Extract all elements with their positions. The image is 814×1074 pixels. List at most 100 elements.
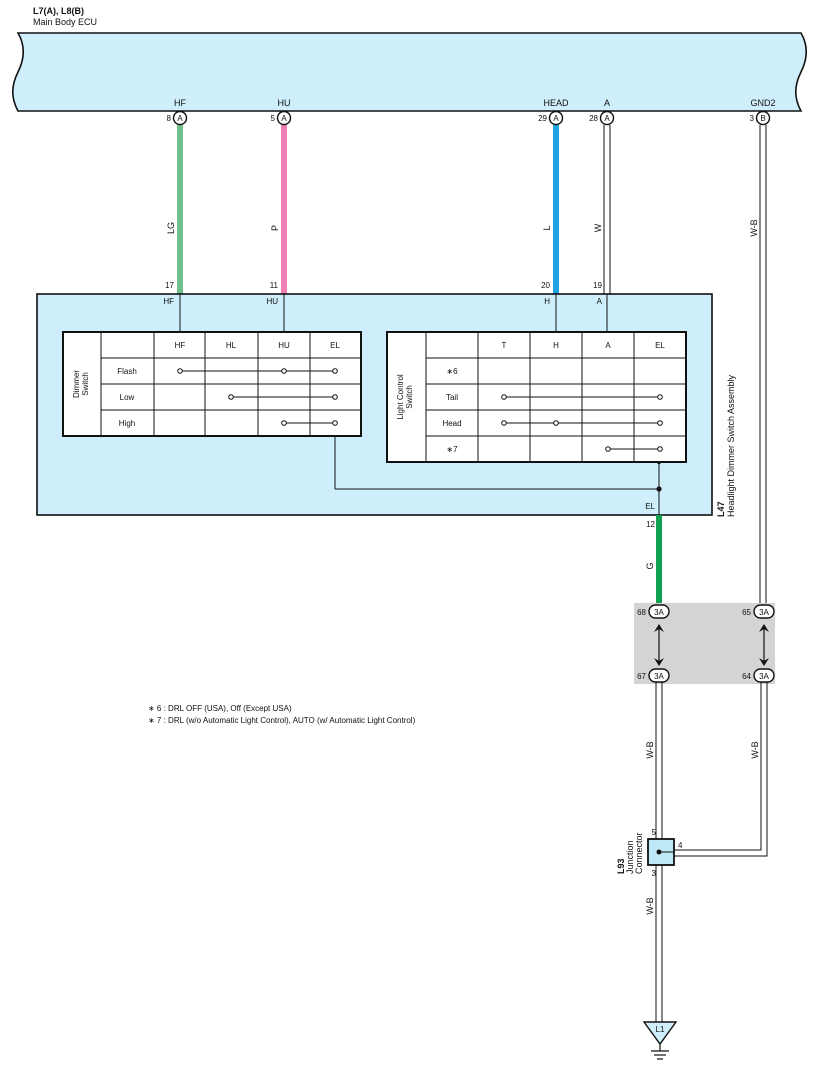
el-terminal-number: 12	[646, 520, 655, 529]
wire-ground	[655, 865, 663, 1022]
el-junction-dot	[656, 486, 662, 492]
wire-code-el-lower: W-B	[645, 741, 655, 758]
l93-pin-right: 4	[678, 841, 683, 850]
assembly-code: L47	[716, 501, 726, 517]
light-row-drl-auto: ∗7	[446, 445, 458, 454]
light-continuity-auto	[605, 446, 663, 452]
light-col-t: T	[502, 341, 507, 350]
light-row-head: Head	[442, 419, 461, 428]
ground-symbol	[651, 1044, 669, 1060]
jb-pin-64-conn: 3A	[759, 672, 769, 681]
dimmer-continuity-low	[228, 394, 338, 400]
ecu-connector-title: L7(A), L8(B)	[33, 6, 84, 16]
ecu-pin-conn-hu: A	[281, 114, 287, 123]
dimmer-switch-title-2: Switch	[81, 372, 90, 396]
note-drl-auto: ∗ 7 : DRL (w/o Automatic Light Control),…	[148, 716, 416, 725]
jb-pin-67: 3A 67	[637, 668, 670, 683]
wire-code-el: G	[645, 562, 655, 569]
note-drl-off: ∗ 6 : DRL OFF (USA), Off (Except USA)	[148, 704, 292, 713]
ecu-pin-hf: A 8	[167, 110, 188, 126]
ecu-pin-a: A 28	[589, 110, 615, 126]
wire-code-ground: W-B	[645, 897, 655, 914]
jb-pin-67-number: 67	[637, 672, 646, 681]
l93-name-2: Connector	[634, 832, 644, 874]
l93-junction-dot	[656, 849, 662, 855]
jb-pin-68-number: 68	[637, 608, 646, 617]
assembly-terminal-number-h: 20	[541, 281, 550, 290]
dimmer-continuity-high	[281, 420, 338, 426]
light-continuity-head	[501, 420, 663, 426]
l93-code: L93	[616, 858, 626, 874]
internal-leads	[179, 294, 660, 515]
ecu-pin-conn-hf: A	[177, 114, 183, 123]
ecu-pin-head: A 29	[538, 110, 564, 126]
jb-pin-65: 3A 65	[742, 604, 775, 619]
ecu-pin-label-a: A	[604, 98, 610, 108]
assembly-terminal-label-hf: HF	[163, 297, 174, 306]
l93-pin-top: 5	[652, 828, 657, 837]
main-body-ecu-box	[11, 32, 808, 112]
assembly-terminal-number-hu: 11	[270, 281, 279, 290]
assembly-terminal-label-hu: HU	[266, 297, 278, 306]
wire-hu	[281, 125, 287, 295]
dimmer-col-el: EL	[330, 341, 340, 350]
dimmer-row-high: High	[119, 419, 135, 428]
ecu-pin-number-head: 29	[538, 114, 547, 123]
dimmer-col-hf: HF	[175, 341, 186, 350]
assembly-name: Headlight Dimmer Switch Assembly	[726, 374, 736, 517]
assembly-terminal-number-a: 19	[593, 281, 602, 290]
ground-triangle	[642, 1021, 678, 1046]
wire-code-gnd-lower: W-B	[750, 741, 760, 758]
ecu-pin-label-hf: HF	[174, 98, 186, 108]
wire-hf	[177, 125, 183, 295]
ecu-pin-gnd2: B 3	[750, 110, 771, 126]
light-control-switch-table: Light Control Switch T H A EL ∗6 Tail He…	[386, 331, 687, 463]
wire-head	[553, 125, 559, 295]
light-col-el: EL	[655, 341, 665, 350]
junction-arrowheads	[654, 624, 769, 666]
l93-pin-bottom: 3	[652, 869, 657, 878]
assembly-terminal-number-hf: 17	[165, 281, 174, 290]
light-col-a: A	[605, 341, 611, 350]
dimmer-col-hl: HL	[226, 341, 237, 350]
ecu-pin-label-gnd2: GND2	[750, 98, 775, 108]
jb-pin-68-conn: 3A	[654, 608, 664, 617]
jb-pin-64-number: 64	[742, 672, 751, 681]
jb-pin-67-conn: 3A	[654, 672, 664, 681]
light-continuity-tail	[501, 394, 663, 400]
light-row-drl-off: ∗6	[446, 367, 458, 376]
ecu-name: Main Body ECU	[33, 17, 97, 27]
wire-el	[656, 515, 662, 605]
jb-pin-64: 3A 64	[742, 668, 775, 683]
jb-pin-68: 3A 68	[637, 604, 670, 619]
jb-pin-65-number: 65	[742, 608, 751, 617]
dimmer-switch-title-1: Dimmer	[72, 370, 81, 398]
assembly-terminals: 17 11 20 19 HF HU H A	[163, 281, 602, 306]
dimmer-switch-table: Dimmer Switch HF HL HU EL Flash Low High	[62, 331, 362, 437]
wire-code-gnd-upper: W-B	[749, 219, 759, 236]
light-col-h: H	[553, 341, 559, 350]
dimmer-col-hu: HU	[278, 341, 290, 350]
wire-el-lower	[655, 682, 663, 839]
ecu-pin-number-a: 28	[589, 114, 598, 123]
ecu-pin-hu: A 5	[271, 110, 292, 126]
junction-block-internal	[658, 626, 765, 664]
ecu-pin-number-hu: 5	[271, 114, 276, 123]
wire-a	[603, 125, 611, 294]
ecu-pin-number-hf: 8	[167, 114, 172, 123]
assembly-terminal-label-a: A	[597, 297, 603, 306]
ecu-pin-conn-a: A	[604, 114, 610, 123]
ecu-pin-conn-gnd2: B	[760, 114, 765, 123]
wire-gnd2	[759, 125, 767, 606]
jb-pin-65-conn: 3A	[759, 608, 769, 617]
wire-code-a: W	[593, 223, 603, 232]
dimmer-continuity-flash	[177, 368, 338, 374]
ecu-pin-conn-head: A	[553, 114, 559, 123]
wire-code-hf: LG	[166, 222, 176, 234]
wire-code-head: L	[542, 225, 552, 230]
assembly-terminal-label-h: H	[544, 297, 550, 306]
wire-code-hu: P	[270, 225, 280, 231]
light-row-tail: Tail	[446, 393, 458, 402]
ecu-pin-number-gnd2: 3	[750, 114, 755, 123]
